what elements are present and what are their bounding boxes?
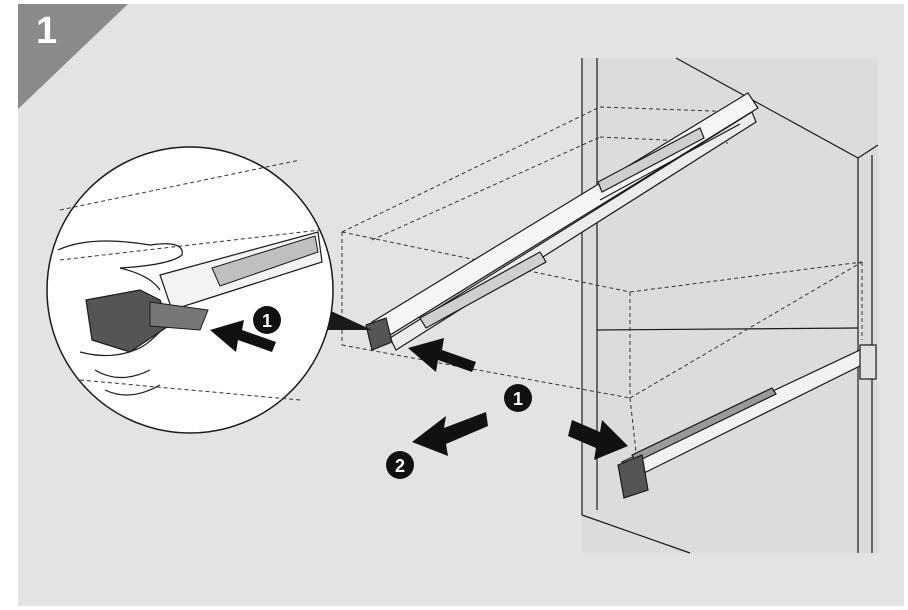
main-step-1-callout xyxy=(504,384,532,412)
main-step-2-number: 2 xyxy=(395,456,405,476)
detail-magnifier: 1 xyxy=(46,146,334,434)
step-badge-shape xyxy=(18,4,128,109)
detail-runner-slot xyxy=(211,235,319,287)
detail-step-callout-number: 1 xyxy=(262,311,272,331)
upper-runner xyxy=(365,92,759,351)
release-lever xyxy=(149,301,209,331)
pull-arrow xyxy=(412,412,488,456)
push-arrow-lower xyxy=(568,420,628,460)
detail-step-callout xyxy=(253,306,281,334)
lower-runner xyxy=(617,344,877,499)
main-step-2-callout xyxy=(386,451,414,479)
main-step-1-number: 1 xyxy=(513,389,523,409)
step-number: 1 xyxy=(36,10,58,52)
detail-push-arrow xyxy=(210,320,276,352)
push-arrow-upper xyxy=(408,338,476,372)
